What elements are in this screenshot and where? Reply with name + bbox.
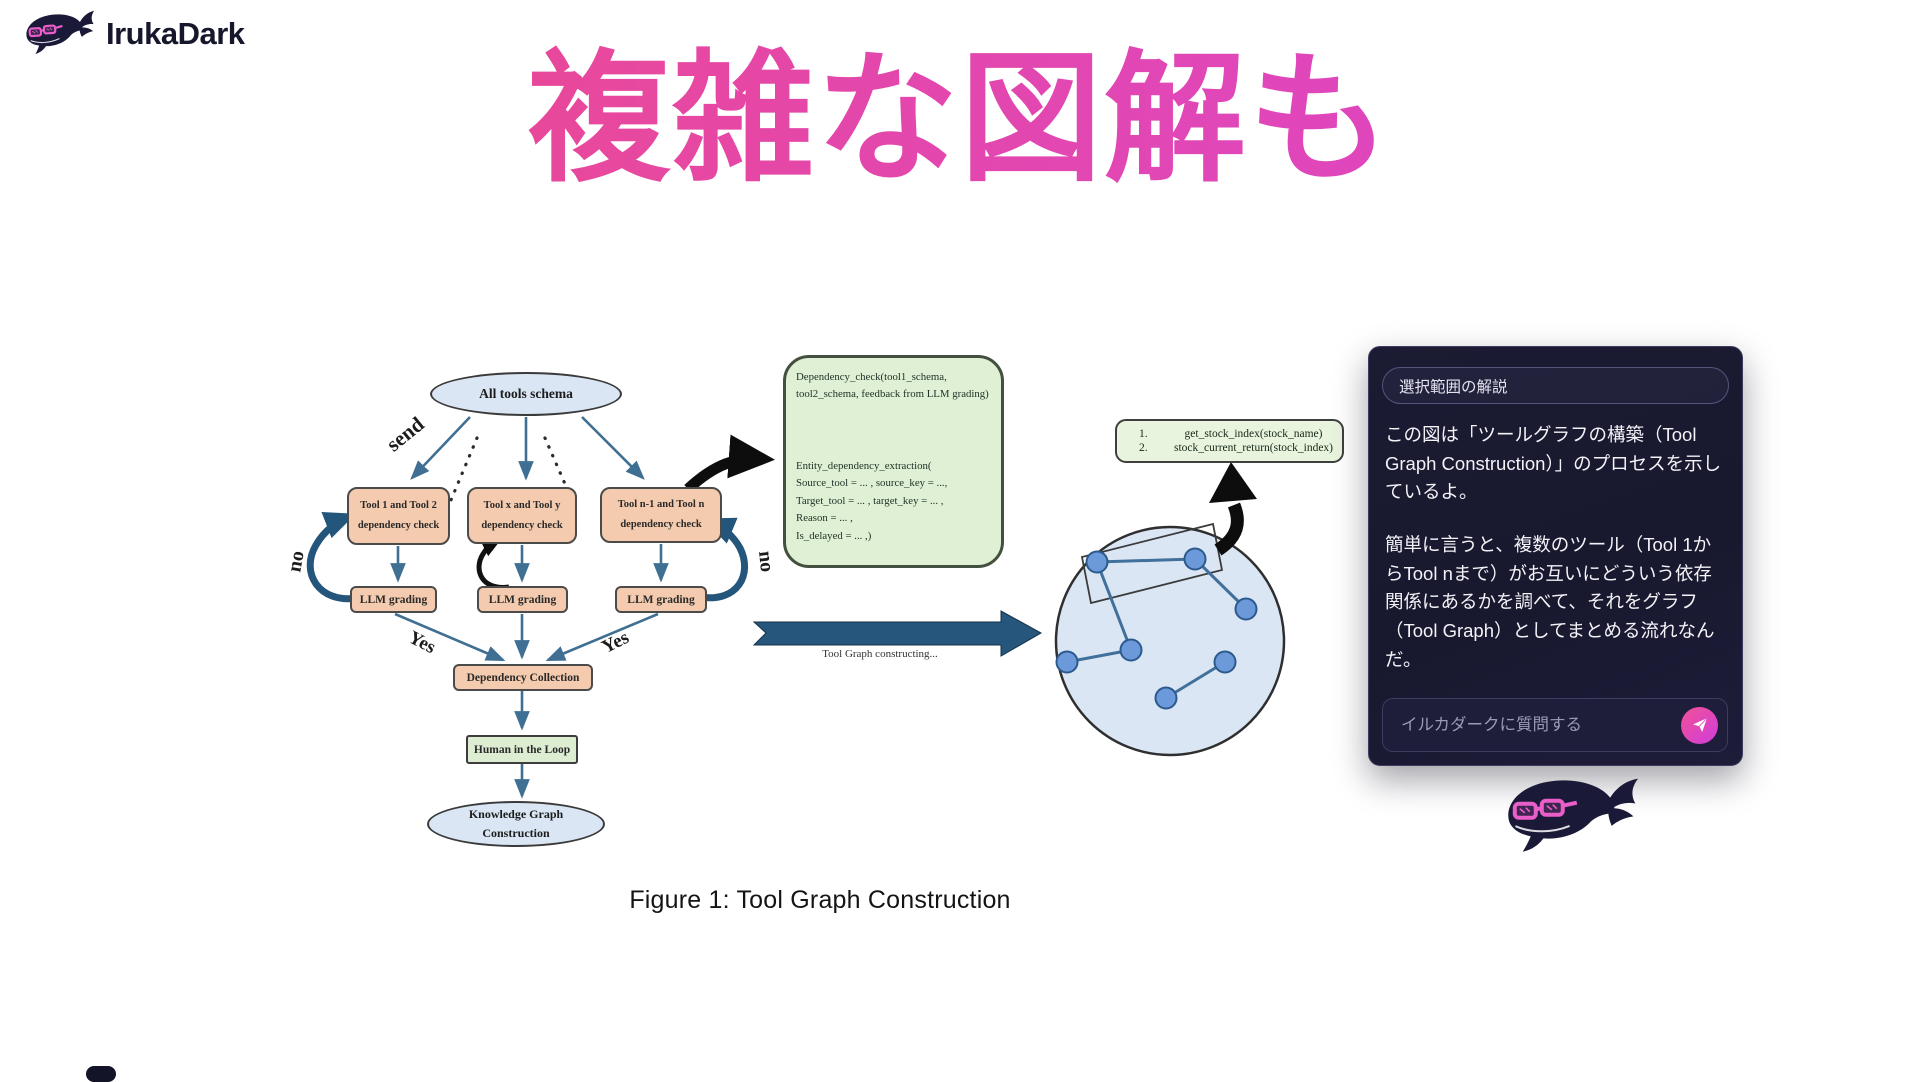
node-llm-grading-2: LLM grading [477, 586, 568, 613]
code-line: tool2_schema, feedback from LLM grading) [796, 388, 989, 401]
question-input-bar [1382, 698, 1728, 752]
yes-arrows [394, 612, 659, 662]
explanation-paragraph-1: この図は「ツールグラフの構築（Tool Graph Construction）」… [1385, 424, 1722, 503]
node-tool1-tool2-check: Tool 1 and Tool 2 dependency check [347, 487, 450, 545]
node-knowledge-graph-construction: Knowledge Graph Construction [427, 801, 605, 847]
swoosh-to-codebox-arrow [684, 434, 775, 494]
stock-row: 1. get_stock_index(stock_name) [1139, 428, 1334, 440]
node-human-in-the-loop: Human in the Loop [466, 735, 578, 764]
app-logo-text: IrukaDark [106, 16, 245, 51]
node-llm-grading-1: LLM grading [350, 586, 437, 613]
node-label: Dependency Collection [466, 671, 580, 684]
explanation-paragraph-2: 簡単に言うと、複数のツール（Tool 1からTool nまで）がお互いにどういう… [1385, 534, 1715, 670]
node-label-line1: Tool n-1 and Tool n [617, 499, 705, 511]
tool-graph-constructing-label: Tool Graph constructing... [822, 648, 938, 660]
tool-graph-arrow [752, 610, 1043, 657]
send-button[interactable] [1681, 706, 1718, 744]
node-label-line2: dependency check [357, 520, 440, 531]
dependency-check-code-box: Dependency_check(tool1_schema, tool2_sch… [783, 355, 1004, 568]
no-loop-middle-arrow [476, 537, 510, 590]
graph-nodes [1055, 547, 1258, 710]
node-label: Human in the Loop [473, 743, 571, 756]
stock-row-text: stock_current_return(stock_index) [1173, 442, 1334, 454]
code-line: Reason = ... , [796, 512, 853, 525]
stock-row-text: get_stock_index(stock_name) [1184, 428, 1323, 440]
question-input[interactable] [1399, 714, 1681, 736]
code-line: Dependency_check(tool1_schema, [796, 371, 947, 383]
box-to-llm-arrows [390, 544, 669, 583]
code-line: Entity_dependency_extraction( [796, 460, 932, 472]
node-label-line1: Tool 1 and Tool 2 [360, 500, 437, 512]
swoosh-to-stockbox-arrow [1214, 502, 1244, 556]
schema-fanout-arrows [410, 416, 645, 481]
code-line: Is_delayed = ... ,) [796, 529, 872, 542]
node-label: LLM grading [627, 593, 695, 606]
node-label-line2: dependency check [481, 519, 563, 531]
stock-functions-box: 1. get_stock_index(stock_name) 2. stock_… [1115, 419, 1344, 463]
app-logo: IrukaDark [20, 8, 245, 60]
tool-graph-circle [1054, 525, 1286, 757]
figure-caption: Figure 1: Tool Graph Construction [629, 886, 1011, 914]
node-toolx-tooly-check: Tool x and Tool y dependency check [467, 487, 577, 544]
node-llm-grading-3: LLM grading [615, 586, 707, 613]
panel-header-chip: 選択範囲の解説 [1382, 367, 1729, 404]
node-label-line1: Tool x and Tool y [483, 499, 561, 511]
node-label-line2: Construction [482, 826, 550, 840]
no-edge-label-left: no [283, 549, 309, 574]
code-line: Source_tool = ... , source_key = ..., [796, 477, 948, 490]
graph-selection-rect [1080, 522, 1224, 605]
stockbox-arrowhead [1209, 462, 1257, 503]
node-all-tools-schema: All tools schema [430, 372, 622, 416]
node-label: LLM grading [488, 593, 557, 606]
node-label-line1: Knowledge Graph [468, 806, 564, 821]
code-bottom-block: Entity_dependency_extraction( Source_too… [796, 458, 947, 545]
stock-row-number: 2. [1139, 442, 1148, 454]
no-edge-label-right: no [754, 549, 779, 574]
node-label-line2: dependency check [620, 519, 702, 530]
dolphin-mascot [1493, 765, 1650, 875]
code-line: Target_tool = ... , target_key = ... , [796, 494, 944, 507]
stock-row-number: 1. [1139, 428, 1148, 440]
page-title: 複雑な図解も [0, 41, 1920, 198]
node-label: All tools schema [479, 386, 573, 402]
node-dependency-collection: Dependency Collection [453, 664, 593, 691]
node-label: LLM grading [359, 593, 428, 606]
stock-row: 2. stock_current_return(stock_index) [1139, 442, 1334, 454]
explanation-panel: 選択範囲の解説 この図は「ツールグラフの構築（Tool Graph Constr… [1368, 346, 1743, 766]
no-loop-left-arrow [306, 511, 359, 603]
dock-chip [86, 1066, 116, 1082]
node-tooln-check: Tool n-1 and Tool n dependency check [600, 487, 722, 543]
paper-plane-icon [1692, 717, 1707, 733]
panel-header-label: 選択範囲の解説 [1399, 378, 1508, 396]
